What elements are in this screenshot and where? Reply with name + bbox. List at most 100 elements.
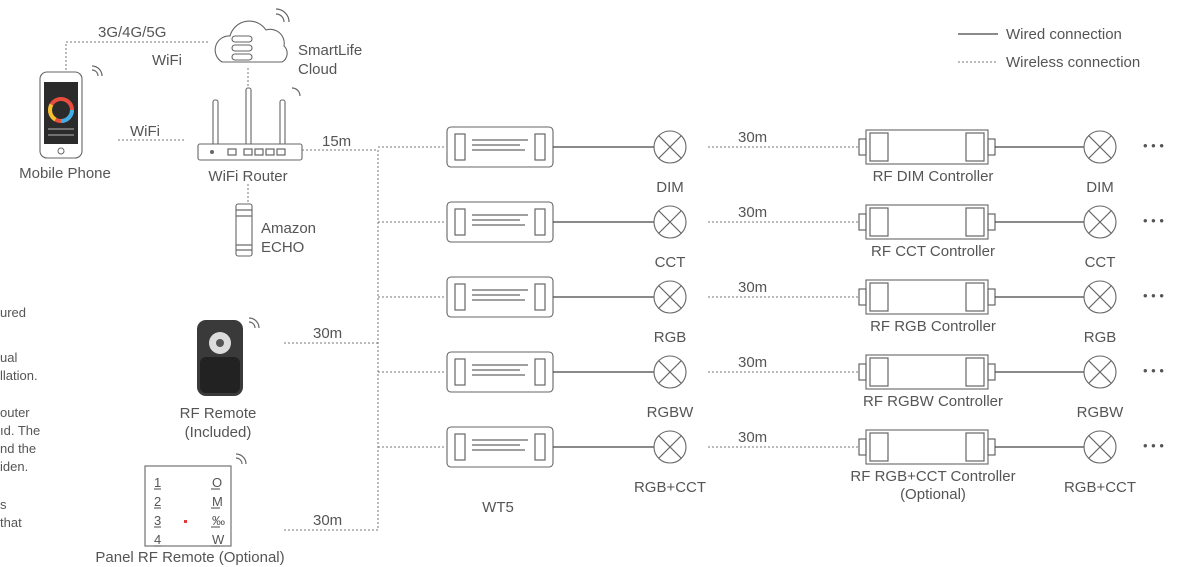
rf-controller-label: RF RGB+CCT Controller	[850, 468, 1015, 485]
rf-link-distance: 30m	[738, 354, 767, 371]
echo-label-line2: ECHO	[261, 239, 304, 256]
mobile-phone: Mobile Phone	[19, 65, 111, 182]
rf-controller-icon	[865, 354, 989, 390]
continuation-ellipsis: • • •	[1143, 363, 1164, 378]
end-lamp-label: RGB	[1084, 329, 1117, 346]
side-note-line: ual	[0, 350, 18, 365]
cloud-link-line	[65, 41, 210, 70]
panel-key-2: 2	[154, 494, 161, 509]
router-distance: 15m	[322, 133, 351, 150]
legend-wireless-label: Wireless connection	[1006, 54, 1140, 71]
wt5-controller-icon	[446, 426, 554, 468]
panel-label: Panel RF Remote (Optional)	[95, 549, 284, 566]
side-note-line: iden.	[0, 459, 29, 474]
rf-remote-label-line2: (Included)	[185, 424, 252, 441]
rf-remote-distance: 30m	[313, 325, 342, 342]
panel-keys: 1 O 2 M 3 ‰ 4 W	[154, 475, 225, 547]
side-note-line: nd the	[0, 441, 37, 456]
rf-controller-icon	[865, 279, 989, 315]
lamp-label: DIM	[656, 179, 684, 196]
amazon-echo: Amazon ECHO	[235, 203, 316, 257]
continuation-ellipsis: • • •	[1143, 288, 1164, 303]
panel-distance: 30m	[313, 512, 342, 529]
rf-controller-label: RF DIM Controller	[873, 168, 994, 185]
side-note-line: outer	[0, 405, 30, 420]
rf-controller-icon	[865, 204, 989, 240]
cloud-label-line1: SmartLife	[298, 42, 362, 59]
phone-label: Mobile Phone	[19, 165, 111, 182]
rf-controller-icon	[865, 129, 989, 165]
end-lamp-label: RGBW	[1077, 404, 1125, 421]
side-note-line: s	[0, 497, 7, 512]
continuation-ellipsis: • • •	[1143, 438, 1164, 453]
end-lamp-label: CCT	[1085, 254, 1116, 271]
router-body	[197, 143, 303, 161]
rf-link-distance: 30m	[738, 429, 767, 446]
phone-signal-icon	[91, 65, 103, 77]
rf-remote-label-line1: RF Remote	[180, 405, 257, 422]
echo-label-line1: Amazon	[261, 220, 316, 237]
panel-key-3: 3	[154, 513, 161, 528]
panel-body	[144, 465, 232, 547]
router-label: WiFi Router	[208, 168, 287, 185]
panel-symbol-2: ‰	[212, 513, 225, 528]
antenna-middle	[245, 87, 252, 147]
wifi-label-router: WiFi	[130, 123, 160, 140]
rf-link-distance: 30m	[738, 204, 767, 221]
continuation-ellipsis: • • •	[1143, 138, 1164, 153]
side-note-line: ıd. The	[0, 423, 41, 438]
rf-controller-label: RF RGBW Controller	[863, 393, 1003, 410]
cloud: SmartLife Cloud	[214, 8, 362, 78]
panel-indicator-led	[184, 520, 187, 523]
panel-symbol-0: O	[212, 475, 222, 490]
wifi-router: WiFi Router 15m	[197, 87, 378, 202]
wt5-controller-icon	[446, 201, 554, 243]
controller-label: WT5	[482, 499, 514, 516]
echo-speaker-icon	[235, 203, 253, 257]
side-note-line: that	[0, 515, 22, 530]
panel-symbol-3: W	[212, 532, 225, 547]
rf-controller-label: RF CCT Controller	[871, 243, 995, 260]
cloud-signal-icon	[275, 8, 290, 23]
wt5-controller-icon	[446, 276, 554, 318]
panel-rf-remote: 1 O 2 M 3 ‰ 4 W 30m Panel RF Remote (Optional)	[95, 453, 378, 566]
end-lamp-label: DIM	[1086, 179, 1114, 196]
rf-controller-icon	[865, 429, 989, 465]
panel-symbol-1: M	[212, 494, 223, 509]
rf-remote: 30m RF Remote (Included)	[180, 317, 378, 441]
network-label: 3G/4G/5G	[98, 24, 166, 41]
antenna-left	[212, 99, 219, 147]
end-lamp-label: RGB+CCT	[1064, 479, 1136, 496]
lamp-label: RGB	[654, 329, 687, 346]
rf-link-distance: 30m	[738, 279, 767, 296]
wifi-label-top: WiFi	[152, 52, 182, 69]
continuation-ellipsis: • • •	[1143, 213, 1164, 228]
top-links: 3G/4G/5G WiFi WiFi	[65, 24, 249, 141]
legend-wired-label: Wired connection	[1006, 26, 1122, 43]
rf-link-distance: 30m	[738, 129, 767, 146]
server-icon	[231, 35, 253, 43]
home-button-icon	[57, 147, 65, 155]
cloud-label-line2: Cloud	[298, 61, 337, 78]
router-signal-icon	[291, 87, 301, 97]
lamp-label: CCT	[655, 254, 686, 271]
side-note-line: llation.	[0, 368, 38, 383]
panel-key-1: 1	[154, 475, 161, 490]
lamp-label: RGBW	[647, 404, 695, 421]
wt5-controller-icon	[446, 351, 554, 393]
legend: Wired connection Wireless connection	[958, 26, 1140, 71]
side-note-line: ured	[0, 305, 27, 320]
panel-key-4: 4	[154, 532, 161, 547]
lamp-label: RGB+CCT	[634, 479, 706, 496]
antenna-right	[279, 99, 286, 147]
controller-row: RGB+CCT 30m RF RGB+CCT Controller(Optional…	[378, 426, 1164, 503]
rf-controller-label: RF RGB Controller	[870, 318, 996, 335]
rf-remote-signal-icon	[248, 317, 260, 329]
rf-controller-note: (Optional)	[900, 486, 966, 503]
